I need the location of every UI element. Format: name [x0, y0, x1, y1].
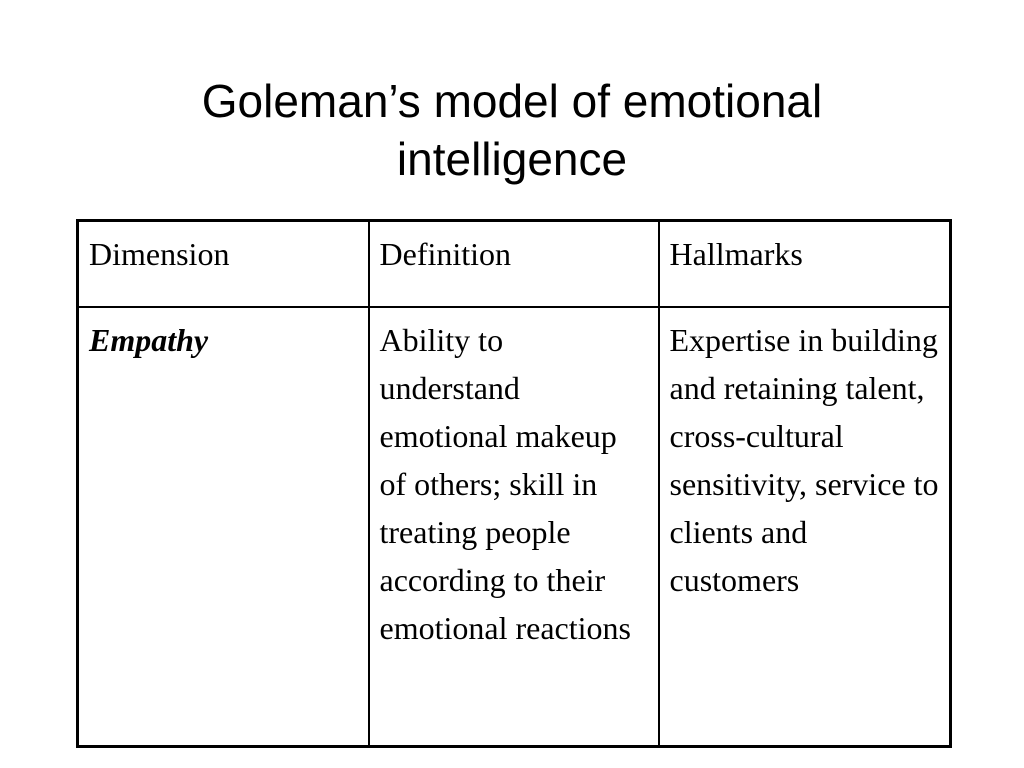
slide-title-line-1: Goleman’s model of emotional [201, 75, 823, 127]
header-definition: Definition [367, 219, 660, 308]
table-container: Dimension Definition Hallmarks Empathy A… [76, 219, 952, 748]
cell-dimension: Empathy [76, 306, 370, 748]
header-dimension: Dimension [76, 219, 370, 308]
emotional-intelligence-table: Dimension Definition Hallmarks Empathy A… [76, 219, 952, 748]
table-header-row: Dimension Definition Hallmarks [76, 219, 952, 308]
cell-definition: Ability to understand emotional makeup o… [367, 306, 660, 748]
slide-title-line-2: intelligence [396, 133, 628, 185]
table-row: Empathy Ability to understand emotional … [76, 306, 952, 748]
dimension-name: Empathy [89, 322, 209, 358]
header-hallmarks: Hallmarks [657, 219, 952, 308]
cell-hallmarks: Expertise in building and retaining tale… [657, 306, 952, 748]
slide-title: Goleman’s model of emotional intelligenc… [60, 72, 964, 188]
